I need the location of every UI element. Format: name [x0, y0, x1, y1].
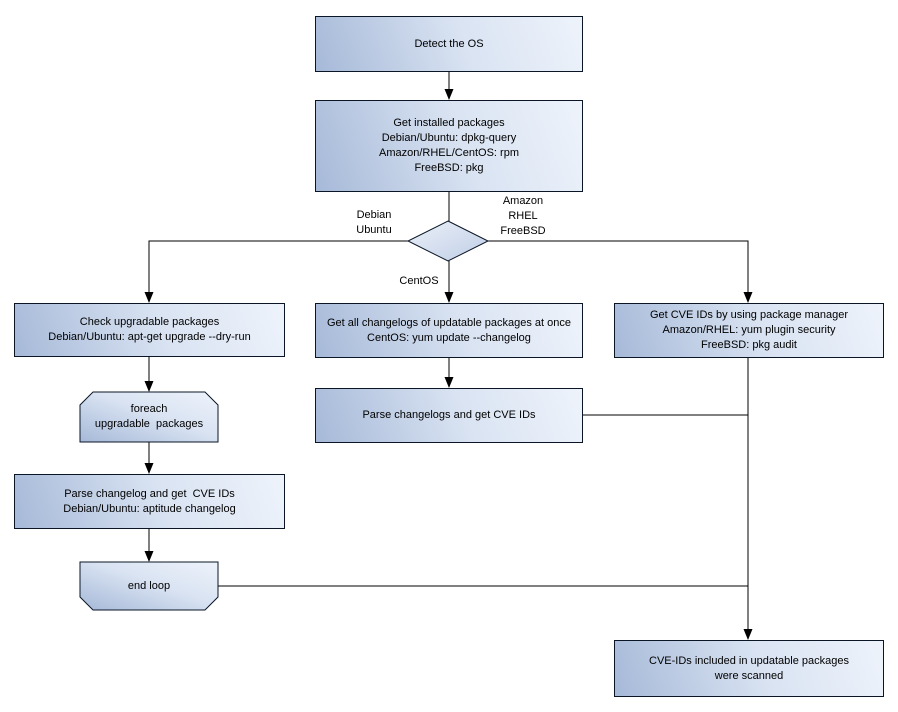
node-parse-changelogs-get-cve-ids: Parse changelogs and get CVE IDs	[315, 388, 583, 443]
branch-label-amazon-rhel-freebsd: Amazon RHEL FreeBSD	[500, 195, 546, 237]
edge-decision-to-check-upgradable	[144, 240, 408, 303]
node-get-all-changelogs: Get all changelogs of updatable packages…	[315, 303, 583, 358]
end-loop-shape	[79, 561, 219, 611]
foreach-loop-shape	[79, 391, 219, 443]
node-detect-os: Detect the OS	[315, 16, 583, 72]
node-get-installed-packages: Get installed packages Debian/Ubuntu: dp…	[315, 100, 583, 192]
node-parse-changelog-aptitude: Parse changelog and get CVE IDs Debian/U…	[14, 474, 285, 529]
branch-label-debian-ubuntu: Debian Ubuntu	[356, 209, 392, 236]
foreach-loop-label: foreach upgradable packages	[94, 403, 204, 430]
decision-os-diamond	[406, 220, 490, 262]
edge-decision-to-get-cve-ids	[488, 240, 753, 303]
node-check-upgradable-packages: Check upgradable packages Debian/Ubuntu:…	[14, 303, 285, 357]
node-cve-ids-scanned: CVE-IDs included in updatable packages w…	[614, 640, 884, 697]
node-get-cve-ids-package-manager: Get CVE IDs by using package manager Ama…	[614, 303, 884, 358]
branch-label-centos: CentOS	[399, 275, 439, 287]
end-loop-label: end loop	[127, 579, 171, 592]
